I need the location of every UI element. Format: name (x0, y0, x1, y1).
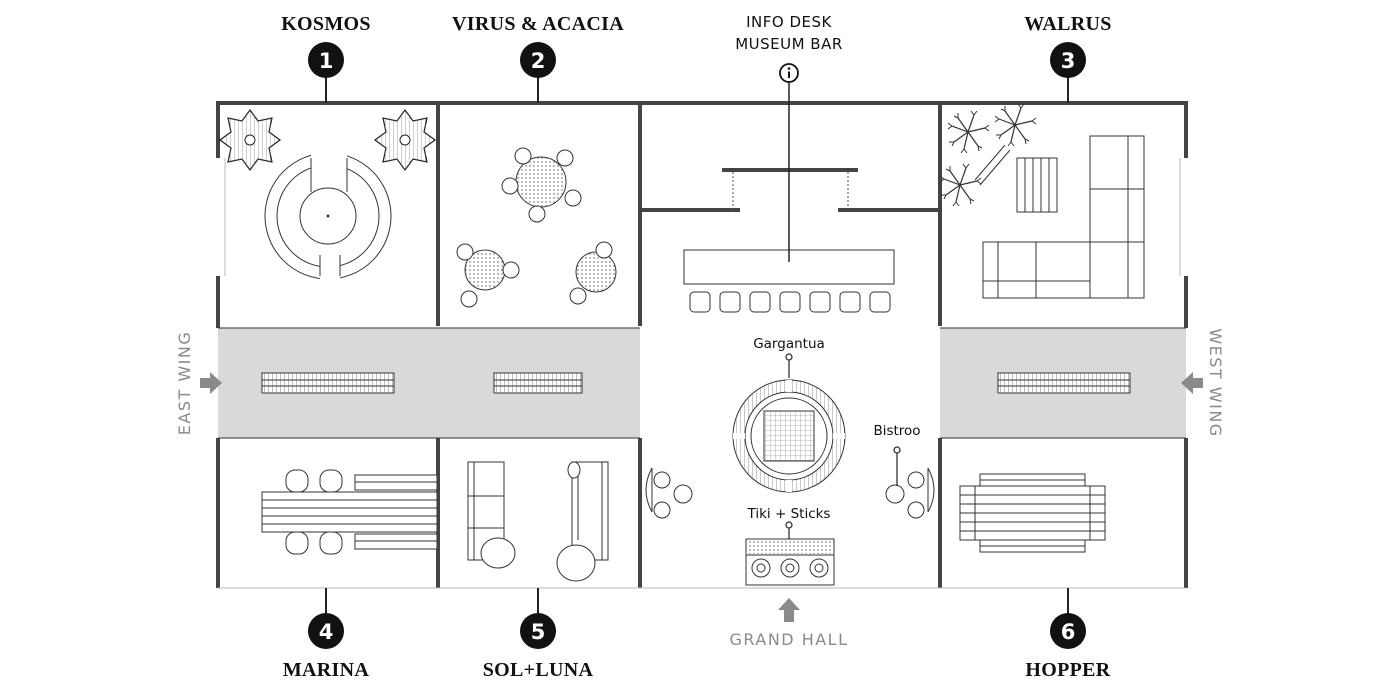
arrow-right-icon (200, 372, 222, 394)
corridor-grille (997, 372, 1131, 394)
room-name: VIRUS & ACACIA (452, 13, 624, 35)
grand-hall-entrance[interactable]: GRAND HALL (730, 598, 849, 649)
room-name: HOPPER (1025, 659, 1110, 681)
walls (216, 101, 1188, 588)
gargantua-booth (732, 379, 846, 493)
virus-acacia-furniture (456, 147, 617, 308)
room-name: WALRUS (1024, 13, 1111, 35)
room-number-badge (1050, 613, 1086, 649)
room-marker-sol-luna[interactable]: 5 SOL+LUNA (483, 613, 594, 681)
gargantua-marker[interactable]: Gargantua (753, 336, 825, 378)
hopper-furniture (959, 473, 1106, 553)
room-marker-marina[interactable]: 4 MARINA (283, 613, 369, 681)
bistroo-marker[interactable]: Bistroo (873, 423, 921, 486)
tiki-sticks-marker[interactable]: Tiki + Sticks (747, 506, 831, 539)
thin-room-lines (218, 158, 1186, 589)
room-marker-virus-acacia[interactable]: VIRUS & ACACIA 2 (452, 13, 624, 78)
room-number-badge (308, 613, 344, 649)
room-number: 2 (531, 49, 546, 73)
tiki-sticks-label: Tiki + Sticks (747, 506, 831, 522)
room-number: 6 (1061, 620, 1076, 644)
west-wing-entrance[interactable]: WEST WING (1181, 328, 1225, 438)
room-marker-walrus[interactable]: WALRUS 3 (1024, 13, 1111, 78)
gargantua-label: Gargantua (753, 336, 825, 352)
west-wing-label: WEST WING (1206, 328, 1225, 437)
walrus-furniture (939, 103, 1145, 299)
tiki-sticks-bar (745, 538, 835, 586)
corridor-grille (261, 372, 395, 394)
bistroo-table (885, 467, 935, 519)
badge-connectors (325, 76, 1069, 614)
info-desk-marker[interactable]: INFO DESK MUSEUM BAR (735, 13, 843, 262)
room-number: 1 (319, 49, 334, 73)
museum-bar-label: MUSEUM BAR (735, 35, 843, 53)
arrow-left-icon (1181, 372, 1203, 394)
room-name: MARINA (283, 659, 369, 681)
info-desk-label: INFO DESK (746, 13, 832, 31)
info-icon (779, 63, 799, 83)
room-marker-kosmos[interactable]: KOSMOS 1 (281, 13, 371, 78)
room-number-badge (520, 42, 556, 78)
east-wing-entrance[interactable]: EAST WING (175, 331, 222, 435)
corridor-grille (493, 372, 583, 394)
room-number: 4 (319, 620, 334, 644)
arrow-up-icon (778, 598, 800, 622)
room-number-badge (308, 42, 344, 78)
kosmos-furniture (219, 109, 436, 282)
museum-bar (683, 168, 895, 313)
room-name: SOL+LUNA (483, 659, 594, 681)
sol-luna-furniture (467, 461, 609, 582)
room-number: 3 (1061, 49, 1076, 73)
room-number-badge (1050, 42, 1086, 78)
room-marker-hopper[interactable]: 6 HOPPER (1025, 613, 1111, 681)
marina-furniture (261, 469, 438, 555)
room-number: 5 (531, 620, 546, 644)
bistroo-label: Bistroo (873, 423, 920, 439)
room-number-badge (520, 613, 556, 649)
east-wing-label: EAST WING (175, 331, 194, 435)
grand-hall-label: GRAND HALL (730, 630, 849, 649)
room-name: KOSMOS (281, 13, 371, 35)
side-table-left (645, 467, 693, 519)
